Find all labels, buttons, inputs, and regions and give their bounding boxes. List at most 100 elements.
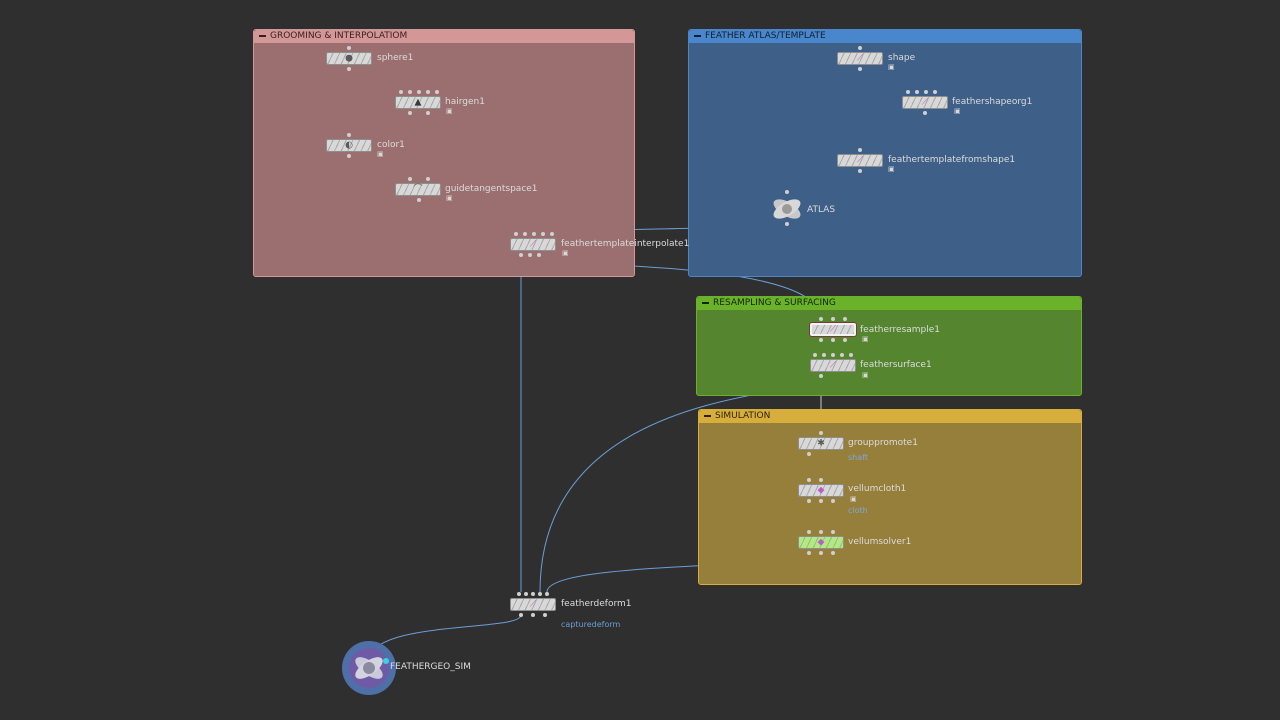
node-featherdeform1[interactable]: ⟋ [510,598,556,611]
collapse-icon[interactable] [704,415,711,417]
node-hairgen1[interactable]: ▲ [395,96,441,109]
node-feathertemplatefromshape1[interactable]: ⟋ [837,154,883,167]
input-port[interactable] [523,232,527,236]
input-port[interactable] [408,90,412,94]
output-port[interactable] [831,499,835,503]
node-label[interactable]: feathertemplateinterpolate1 [561,239,690,249]
node-feathergeo-sim[interactable] [342,641,396,695]
output-port[interactable] [426,111,430,115]
input-port[interactable] [435,90,439,94]
node-color1[interactable]: ◐ [326,139,372,152]
input-port[interactable] [426,177,430,181]
input-port[interactable] [813,353,817,357]
output-port[interactable] [531,613,535,617]
input-port[interactable] [822,353,826,357]
node-shape[interactable]: ⟋ [837,52,883,65]
input-port[interactable] [831,530,835,534]
output-port[interactable] [819,551,823,555]
input-port[interactable] [915,90,919,94]
node-label[interactable]: hairgen1 [445,97,485,107]
node-label[interactable]: feathershapeorg1 [952,97,1033,107]
output-port[interactable] [923,111,927,115]
input-port[interactable] [819,317,823,321]
collapse-icon[interactable] [694,35,701,37]
input-port[interactable] [347,46,351,50]
input-port[interactable] [843,317,847,321]
input-port[interactable] [858,148,862,152]
input-port[interactable] [538,592,542,596]
netbox-simulation[interactable]: SIMULATION [698,409,1082,585]
output-port[interactable] [819,338,823,342]
input-port[interactable] [524,592,528,596]
output-port[interactable] [537,253,541,257]
output-port[interactable] [843,338,847,342]
node-grouppromote1[interactable]: ✱ [798,437,844,450]
node-label[interactable]: ATLAS [807,205,836,215]
node-label[interactable]: vellumsolver1 [848,537,912,547]
output-port[interactable] [831,551,835,555]
output-port[interactable] [807,551,811,555]
node-guidetangentspace1[interactable]: ⌒ [395,183,441,196]
input-port[interactable] [933,90,937,94]
input-port[interactable] [807,478,811,482]
input-port[interactable] [541,232,545,236]
node-label[interactable]: color1 [377,140,405,150]
port[interactable] [785,190,789,194]
input-port[interactable] [347,133,351,137]
output-port[interactable] [528,253,532,257]
input-port[interactable] [426,90,430,94]
output-port[interactable] [819,374,823,378]
input-port[interactable] [399,90,403,94]
node-feathershapeorg1[interactable]: ⟋ [902,96,948,109]
input-port[interactable] [819,431,823,435]
node-feathertemplateinterpolate1[interactable]: ⟋ [510,238,556,251]
node-feathersurface1[interactable]: ⟋ [810,359,856,372]
input-port[interactable] [831,317,835,321]
netbox-header[interactable]: FEATHER ATLAS/TEMPLATE [689,30,1081,43]
input-port[interactable] [517,592,521,596]
node-label[interactable]: feathersurface1 [860,360,932,370]
input-port[interactable] [906,90,910,94]
input-port[interactable] [858,46,862,50]
node-label[interactable]: feathertemplatefromshape1 [888,155,1016,165]
node-label[interactable]: featherdeform1 [561,599,632,609]
output-port[interactable] [347,154,351,158]
output-port[interactable] [417,198,421,202]
input-port[interactable] [531,592,535,596]
output-port[interactable] [543,613,547,617]
node-label[interactable]: guidetangentspace1 [445,184,538,194]
collapse-icon[interactable] [259,35,266,37]
node-featherresample1[interactable]: ⟋ [810,323,856,336]
node-label[interactable]: FEATHERGEO_SIM [390,662,471,672]
input-port[interactable] [831,353,835,357]
output-port[interactable] [807,452,811,456]
input-port[interactable] [550,232,554,236]
input-port[interactable] [819,530,823,534]
netbox-header[interactable]: SIMULATION [699,410,1081,423]
input-port[interactable] [849,353,853,357]
output-port[interactable] [519,253,523,257]
node-atlas[interactable] [771,196,803,222]
node-vellumcloth1[interactable]: ◆ [798,484,844,497]
node-label[interactable]: vellumcloth1 [848,484,907,494]
output-port[interactable] [347,67,351,71]
output-port[interactable] [408,111,412,115]
input-port[interactable] [417,90,421,94]
input-port[interactable] [840,353,844,357]
output-port[interactable] [858,67,862,71]
input-port[interactable] [514,232,518,236]
netbox-resample[interactable]: RESAMPLING & SURFACING [696,296,1082,396]
node-label[interactable]: featherresample1 [860,325,941,335]
collapse-icon[interactable] [702,302,709,304]
node-sphere1[interactable]: ● [326,52,372,65]
input-port[interactable] [545,592,549,596]
input-port[interactable] [532,232,536,236]
input-port[interactable] [408,177,412,181]
node-label[interactable]: grouppromote1 [848,438,918,448]
output-port[interactable] [858,169,862,173]
netbox-header[interactable]: RESAMPLING & SURFACING [697,297,1081,310]
input-port[interactable] [819,478,823,482]
output-port[interactable] [519,613,523,617]
node-label[interactable]: shape [888,53,916,63]
input-port[interactable] [924,90,928,94]
